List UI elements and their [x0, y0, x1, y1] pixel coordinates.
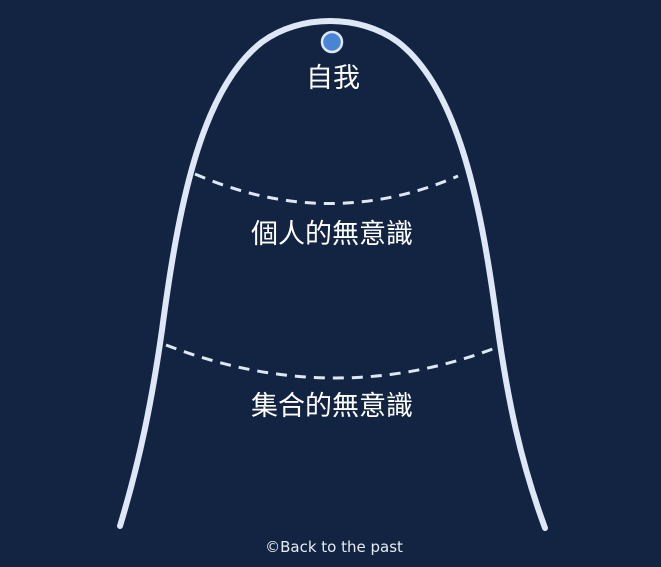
ego-point-icon — [320, 30, 344, 54]
dashed-boundary-personal-collective — [165, 343, 499, 380]
copyright-credit: ©Back to the past — [265, 538, 403, 556]
collective-unconscious-label: 集合的無意識 — [251, 391, 413, 422]
bell-curve-outline — [117, 18, 548, 531]
dashed-boundary-ego-personal — [194, 172, 459, 205]
personal-unconscious-label: 個人的無意識 — [251, 219, 413, 250]
ego-label: 自我 — [306, 63, 360, 94]
